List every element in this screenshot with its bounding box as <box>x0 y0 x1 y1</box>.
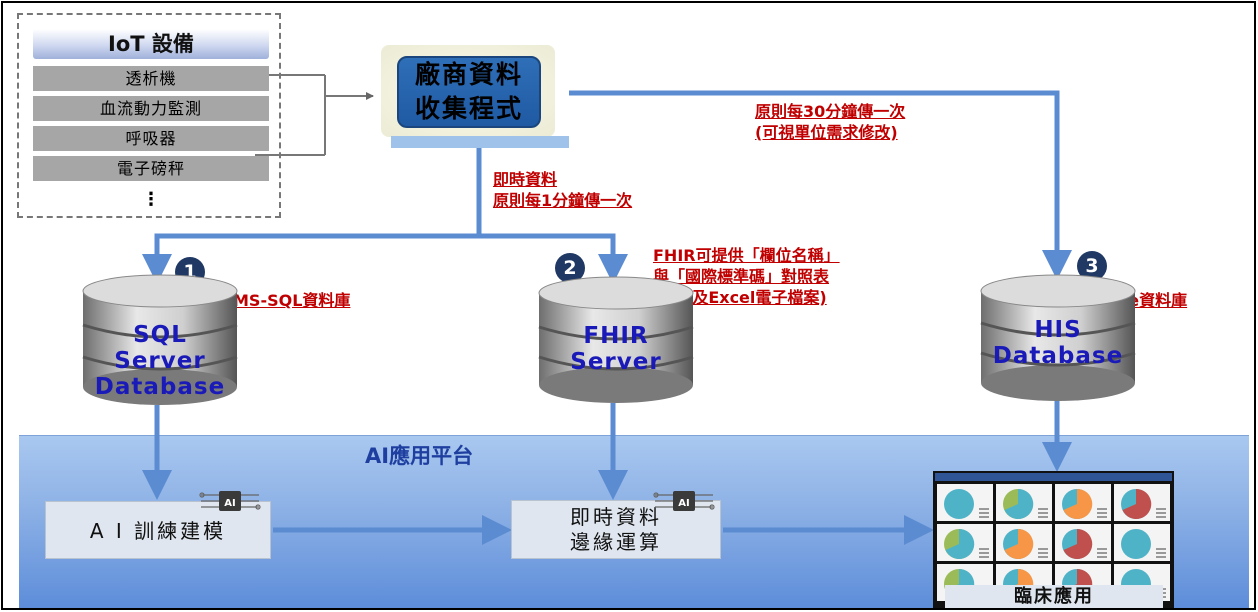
sql-database-label: SQL Server Database <box>65 322 255 400</box>
dashboard-legend-line <box>1097 508 1107 510</box>
iot-item-scale: 電子磅秤 <box>33 156 269 181</box>
note-30min-line2: (可視單位需求修改) <box>755 123 898 142</box>
vendor-program-base <box>391 136 569 148</box>
ai-chip-text: AI <box>224 498 235 509</box>
dashboard-pie <box>944 489 974 519</box>
dashboard-legend-line <box>979 548 989 550</box>
edge-label-line1: 即時資料 <box>570 505 662 529</box>
note-fhir-line2: 與「國際標準碼」對照表 <box>653 267 830 286</box>
note-fhir-line3: (書面及Excel電子檔案) <box>653 288 827 307</box>
note-realtime-line1: 即時資料 <box>493 170 558 189</box>
dashboard-legend-line <box>1038 516 1048 518</box>
dashboard-legend-line <box>1097 548 1107 550</box>
edge-label-line2: 邊緣運算 <box>570 530 662 554</box>
dashboard-legend-line <box>979 516 989 518</box>
ai-chip-icon: AI <box>199 491 261 511</box>
dashboard-legend-line <box>1038 508 1048 510</box>
dashboard-legend-line <box>1156 548 1166 550</box>
iot-more-ellipsis: ⋮ <box>142 189 160 210</box>
dashboard-legend-line <box>1038 552 1048 554</box>
note-mssql: 使用MS-SQL資料庫 <box>201 291 351 310</box>
fhir-label-line2: Server <box>570 349 662 375</box>
his-database-icon <box>980 274 1136 401</box>
his-label-line2: Database <box>992 343 1124 369</box>
iot-item-ventilator: 呼吸器 <box>33 126 269 151</box>
dashboard-pie-slice <box>945 528 975 559</box>
ai-chip-text: AI <box>678 498 689 509</box>
dashboard-legend-line <box>1038 512 1048 514</box>
fhir-label-line1: FHIR <box>583 323 649 349</box>
dashboard-legend-line <box>1156 508 1166 510</box>
sql-label-line1: SQL <box>133 322 187 348</box>
sql-database-icon <box>82 274 238 405</box>
iot-item-hemodynamic: 血流動力監測 <box>33 96 269 121</box>
dashboard-legend-line <box>1097 552 1107 554</box>
dashboard-legend-line <box>1097 516 1107 518</box>
connector-lines <box>142 74 1072 545</box>
dashboard-legend-line <box>1156 512 1166 514</box>
sql-label-line2: Server <box>114 348 206 374</box>
dashboard-legend-line <box>1038 548 1048 550</box>
dashboard-pie-slice <box>1063 488 1093 519</box>
ai-chip-icon: AI <box>653 491 715 511</box>
note-30min-line1: 原則每30分鐘傳一次 <box>755 102 906 121</box>
dashboard-legend-line <box>1097 556 1107 558</box>
fhir-server-label: FHIR Server <box>521 323 711 375</box>
dashboard-pie-slice <box>1122 488 1152 519</box>
clinical-application-label: 臨床應用 <box>945 585 1163 608</box>
dashboard-pie-slice <box>1004 528 1034 559</box>
vendor-to-his-arrow <box>569 90 1072 280</box>
iot-item-dialysis: 透析機 <box>33 66 269 91</box>
dashboard-legend-line <box>979 556 989 558</box>
iot-devices-group: IoT 設備 透析機 血流動力監測 呼吸器 電子磅秤 ⋮ <box>17 13 281 218</box>
iot-title: IoT 設備 <box>33 29 269 59</box>
dashboard-legend-line <box>1097 512 1107 514</box>
dashboard-legend-line <box>1156 516 1166 518</box>
vendor-label-line2: 收集程式 <box>414 94 523 123</box>
dashboard-legend-line <box>1156 556 1166 558</box>
ai-platform-title: AI應用平台 <box>365 444 474 468</box>
note-realtime-line2: 原則每1分鐘傳一次 <box>493 191 633 210</box>
his-label-line1: HIS <box>1034 317 1082 343</box>
note-fhir-line1: FHIR可提供「欄位名稱」 <box>653 246 840 265</box>
dashboard-pie-slice <box>1004 488 1034 519</box>
dashboard-legend-line <box>1156 552 1166 554</box>
dashboard-legend-line <box>979 512 989 514</box>
vendor-label-line1: 廠商資料 <box>414 60 523 89</box>
his-database-label: HIS Database <box>963 317 1153 369</box>
dashboard-legend-line <box>979 552 989 554</box>
fhir-server-icon <box>538 276 694 403</box>
number-badge-3: 3 <box>1077 251 1107 281</box>
dashboard-legend-line <box>979 508 989 510</box>
dashboard-pie-slice <box>1063 528 1093 559</box>
sql-label-line3: Database <box>94 374 226 400</box>
vendor-program-box: 廠商資料 收集程式 <box>397 56 541 128</box>
number-badge-2: 2 <box>555 253 585 283</box>
dashboard-legend-line <box>1038 556 1048 558</box>
vendor-realtime-arrows <box>142 148 628 284</box>
dashboard-pie <box>1121 529 1151 559</box>
database-down-arrows <box>142 399 1072 500</box>
